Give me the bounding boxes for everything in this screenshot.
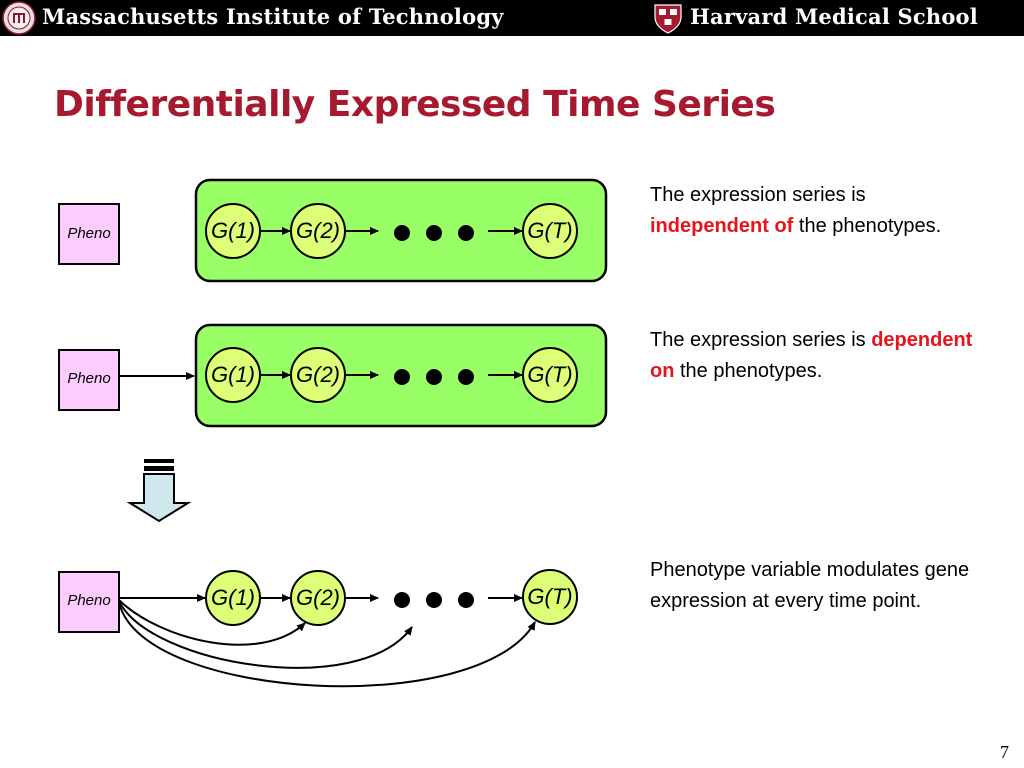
node-gt <box>522 203 578 259</box>
arrow-pheno-gt <box>118 601 536 688</box>
description-text: The expression series is <box>650 184 866 206</box>
description-text: the phenotypes. <box>793 215 942 237</box>
node-gt <box>522 347 578 403</box>
node-gt-label: G(T) <box>527 362 572 387</box>
description-text: The expression series is <box>650 329 872 351</box>
node-g1-label: G(1) <box>211 585 255 610</box>
diagram-1: Pheno G(1) G(2) G(T) <box>58 178 608 283</box>
diagram-3: Pheno G(1) G(2) G(T) <box>58 569 578 688</box>
highlight-dependent: dependent on <box>650 329 973 382</box>
description-independent: The expression series is independent of … <box>650 180 980 242</box>
pheno-label: Pheno <box>67 592 110 609</box>
node-gt-label: G(T) <box>527 218 572 243</box>
node-gt-label: G(T) <box>527 584 572 609</box>
page-number: 7 <box>1000 742 1009 762</box>
header-bar: Massachusetts Institute of Technology Ha… <box>0 0 1024 36</box>
description-text: the phenotypes. <box>674 360 823 382</box>
down-arrow-icon <box>126 459 192 523</box>
arrow-pheno-dots <box>118 600 413 669</box>
description-dependent: The expression series is dependent on th… <box>650 325 980 387</box>
highlight-independent: independent of <box>650 215 794 237</box>
ellipsis-dots <box>394 225 474 241</box>
mit-title: Massachusetts Institute of Technology <box>42 4 504 29</box>
pheno-box <box>58 349 120 411</box>
ellipsis-dots <box>394 369 474 385</box>
node-g2-label: G(2) <box>296 585 340 610</box>
pheno-label: Pheno <box>67 225 110 242</box>
mit-seal-icon <box>2 1 36 35</box>
pheno-label: Pheno <box>67 370 110 387</box>
pheno-box <box>58 203 120 265</box>
description-text: Phenotype variable modulates gene expres… <box>650 559 970 612</box>
slide-title: Differentially Expressed Time Series <box>54 84 776 125</box>
harvard-shield-icon <box>654 4 682 34</box>
arrow-pheno-g2 <box>118 599 306 646</box>
hms-title: Harvard Medical School <box>690 4 978 29</box>
node-g2-label: G(2) <box>296 218 340 243</box>
description-modulates: Phenotype variable modulates gene expres… <box>650 555 980 617</box>
node-g2-label: G(2) <box>296 362 340 387</box>
diagram-2: Pheno G(1) G(2) G(T) <box>58 323 608 428</box>
node-g1-label: G(1) <box>211 218 255 243</box>
node-gt <box>522 569 578 625</box>
ellipsis-dots <box>394 592 474 608</box>
node-g1-label: G(1) <box>211 362 255 387</box>
